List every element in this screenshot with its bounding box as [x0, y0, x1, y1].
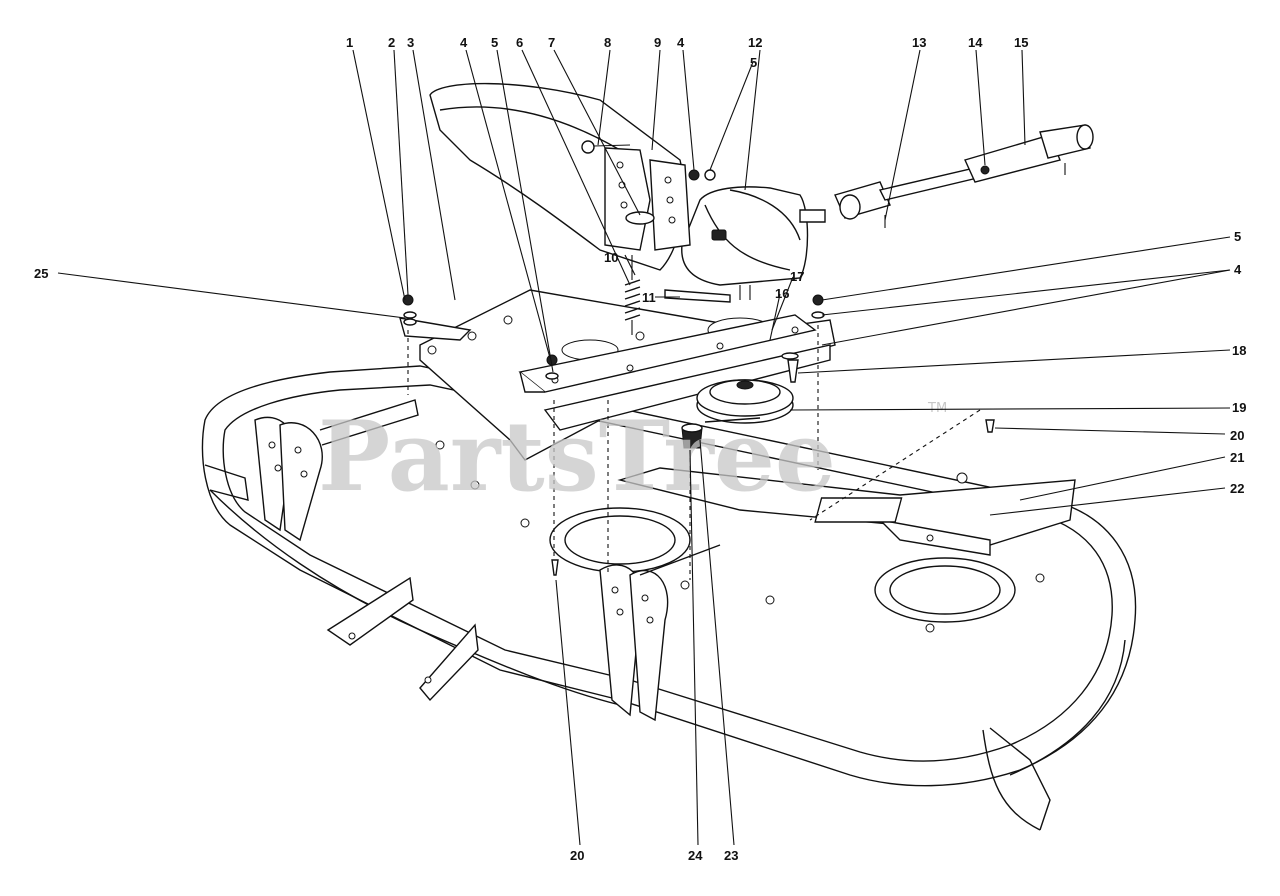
callout-3: 3: [407, 35, 414, 50]
callout-23: 23: [724, 848, 738, 863]
callout-7: 7: [548, 35, 555, 50]
callout-4: 4: [460, 35, 468, 50]
leader-lines: [57, 49, 1231, 846]
callout-16: 16: [775, 286, 789, 301]
callout-21: 21: [1230, 450, 1244, 465]
callout-4: 4: [677, 35, 685, 50]
callout-22: 22: [1230, 481, 1244, 496]
callout-2: 2: [388, 35, 395, 50]
callout-25: 25: [34, 266, 48, 281]
callout-5: 5: [491, 35, 498, 50]
callout-13: 13: [912, 35, 926, 50]
callout-18: 18: [1232, 343, 1246, 358]
callout-4: 4: [1234, 262, 1242, 277]
callout-24: 24: [688, 848, 703, 863]
drive-shaft: [834, 124, 1094, 228]
mower-deck-housing: [201, 365, 1137, 831]
deck-side-brackets: [254, 399, 721, 722]
bracket-and-spring: [604, 147, 691, 335]
callout-6: 6: [516, 35, 523, 50]
callout-5: 5: [750, 55, 757, 70]
callout-11: 11: [642, 290, 656, 305]
callout-15: 15: [1014, 35, 1028, 50]
callout-1: 1: [346, 35, 353, 50]
watermark-trademark: TM: [927, 401, 947, 416]
rear-plate: [617, 467, 1076, 556]
gearbox: [664, 186, 826, 303]
callouts: 1 2 3 4 5 6 7 8 9 4 12 5 13 14 15 5 4 25…: [34, 35, 1246, 863]
callout-10: 10: [604, 250, 618, 265]
callout-14: 14: [968, 35, 983, 50]
callout-8: 8: [604, 35, 611, 50]
callout-5: 5: [1234, 229, 1241, 244]
watermark: PartsTree: [318, 400, 836, 513]
callout-12: 12: [748, 35, 762, 50]
pulley: [696, 379, 794, 424]
callout-19: 19: [1232, 400, 1246, 415]
hardware: [402, 140, 995, 580]
callout-9: 9: [654, 35, 661, 50]
callout-20: 20: [570, 848, 584, 863]
callout-20: 20: [1230, 428, 1244, 443]
callout-17: 17: [790, 269, 804, 284]
